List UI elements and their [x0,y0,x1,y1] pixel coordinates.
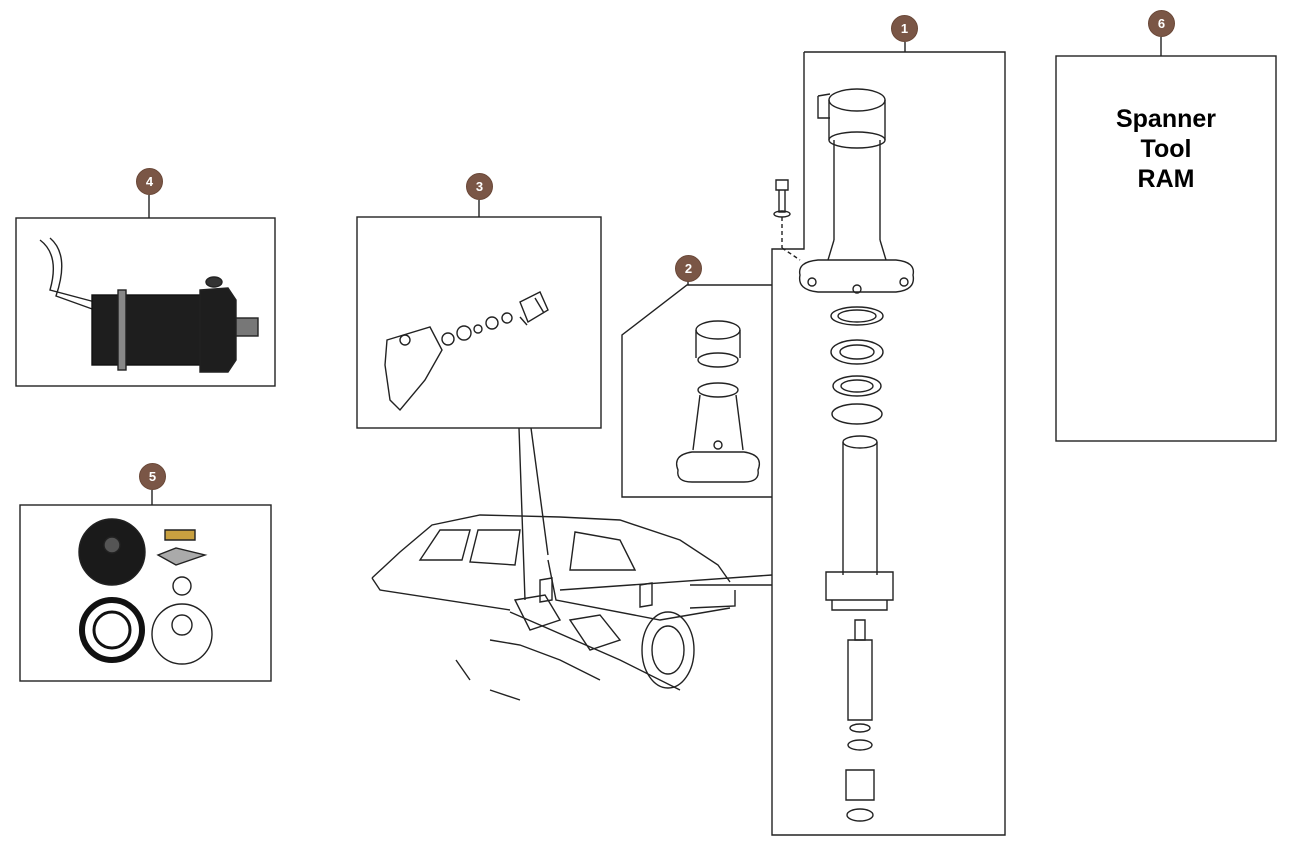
panel-valve[interactable] [356,216,602,601]
callout-badge-6[interactable]: 6 [1148,10,1175,37]
panel-pump[interactable] [15,217,276,387]
callout-badge-1[interactable]: 1 [891,15,918,42]
tool-label-line-2: Tool [1140,135,1192,163]
callout-badge-3[interactable]: 3 [466,173,493,200]
callout-badge-4[interactable]: 4 [136,168,163,195]
callout-badge-5[interactable]: 5 [139,463,166,490]
panel-ram-assembly[interactable] [771,51,1006,836]
panel-housing[interactable] [621,284,772,498]
tool-label: Spanner Tool RAM [1056,104,1276,194]
tool-label-line-1: Spanner [1115,105,1217,133]
callout-badge-2[interactable]: 2 [675,255,702,282]
panel-tool[interactable] [1055,55,1277,442]
panel-seal-kit[interactable] [19,504,272,682]
tool-label-line-3: RAM [1137,165,1195,193]
car-illustration [371,514,773,701]
